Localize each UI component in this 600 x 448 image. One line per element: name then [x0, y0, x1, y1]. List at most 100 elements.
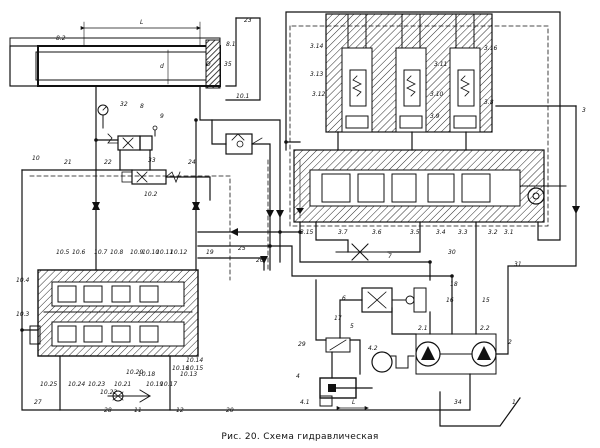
- ref-label-10-21: 10.21: [114, 381, 131, 388]
- ref-label-30: 30: [448, 249, 456, 256]
- ref-label-10-19: 10.19: [146, 381, 163, 388]
- ref-label-28: 28: [104, 407, 112, 414]
- ref-label-3-11: 3.11: [434, 61, 447, 68]
- distributor-block-10: [29, 269, 199, 357]
- pump-station-2: [371, 333, 497, 375]
- ref-label-4-2: 4.2: [368, 345, 378, 352]
- flow-arrows: [92, 202, 580, 264]
- ref-label-23: 23: [244, 17, 252, 24]
- cylinder-4: [319, 337, 373, 410]
- hand-valve-28: [107, 389, 151, 403]
- ref-label-34: 34: [454, 399, 462, 406]
- ref-label-24: 24: [188, 159, 196, 166]
- ref-label-11: 11: [134, 407, 142, 414]
- ref-label-25: 25: [238, 245, 246, 252]
- ref-label-16: 16: [446, 297, 454, 304]
- spool-valve-block: [293, 149, 567, 223]
- ref-label-10-15: 10.15: [186, 365, 203, 372]
- ref-label-10-14: 10.14: [186, 357, 203, 364]
- ref-label-8: 8: [140, 103, 144, 110]
- ref-label-17: 17: [334, 315, 342, 322]
- ref-label-33: 33: [148, 157, 156, 164]
- ref-label-3-3: 3.3: [458, 229, 468, 236]
- ref-label-10-17: 10.17: [160, 381, 177, 388]
- figure-caption: Рис. 20. Схема гидравлическая: [221, 432, 379, 442]
- ref-label-1: 1: [512, 399, 516, 406]
- ref-label-3-7: 3.7: [338, 229, 348, 236]
- ref-label-3-13: 3.13: [310, 71, 324, 78]
- ref-label-10: 10: [32, 155, 40, 162]
- ref-label-7: 7: [388, 253, 392, 260]
- valve-group-upper: [97, 104, 263, 185]
- ref-label-10-5: 10.5: [56, 249, 70, 256]
- ref-label-3-5: 3.5: [410, 229, 420, 236]
- ref-label-22: 22: [104, 159, 112, 166]
- ref-label-10-20: 10.20: [126, 369, 143, 376]
- throttle-7: [335, 243, 389, 261]
- ref-label-20: 20: [226, 407, 234, 414]
- ref-label-12: 12: [176, 407, 184, 414]
- ref-label-3-6: 3.6: [372, 229, 382, 236]
- dim-rod-diameter: d: [160, 63, 164, 70]
- ref-label-15: 15: [482, 297, 490, 304]
- ref-label-10-23: 10.23: [88, 381, 105, 388]
- ref-label-10-22: 10.22: [100, 389, 117, 396]
- ref-label-10-13: 10.13: [180, 371, 197, 378]
- ref-label-5: 5: [350, 323, 354, 330]
- ref-label-10-24: 10.24: [68, 381, 85, 388]
- ref-label-8-1: 8.1: [226, 41, 236, 48]
- dim-cylinder-stroke: L: [352, 399, 355, 406]
- ref-label-18: 18: [450, 281, 458, 288]
- control-valve-block-3: [325, 13, 493, 133]
- ref-label-3-16: 3.16: [484, 45, 498, 52]
- ref-label-10-1: 10.1: [236, 93, 249, 100]
- ref-label-3-1: 3.1: [504, 229, 514, 236]
- ref-label-3: 3: [582, 107, 586, 114]
- hydraulic-cylinder-8: [9, 21, 221, 89]
- ref-label-4: 4: [296, 373, 300, 380]
- ref-label-10-4: 10.4: [16, 277, 30, 284]
- ref-label-3-12: 3.12: [312, 91, 326, 98]
- ref-label-10-7: 10.7: [94, 249, 108, 256]
- ref-label-9: 9: [160, 113, 164, 120]
- ref-label-8-2: 8.2: [56, 35, 66, 42]
- ref-label-29: 29: [298, 341, 306, 348]
- ref-label-10-2: 10.2: [144, 191, 158, 198]
- ref-label-3-10: 3.10: [430, 91, 444, 98]
- junction-points: [20, 118, 454, 332]
- ref-label-10-18: 10.18: [138, 371, 155, 378]
- ref-label-10-3: 10.3: [16, 311, 30, 318]
- ref-label-3-4: 3.4: [436, 229, 446, 236]
- ref-label-10-11: 10.11: [156, 249, 173, 256]
- ref-label-21: 21: [64, 159, 72, 166]
- ref-label-32: 32: [120, 101, 128, 108]
- ref-label-3-9: 3.9: [430, 113, 440, 120]
- ref-label-10-10: 10.10: [142, 249, 159, 256]
- ref-label-2-2: 2.2: [480, 325, 490, 332]
- ref-label-3-8: 3.8: [484, 99, 494, 106]
- ref-label-10-8: 10.8: [110, 249, 124, 256]
- ref-label-10-25: 10.25: [40, 381, 57, 388]
- ref-label-10-6: 10.6: [72, 249, 86, 256]
- dim-stroke-length: L: [140, 19, 143, 26]
- ref-label-26: 26: [256, 257, 264, 264]
- ref-label-3-14: 3.14: [310, 43, 324, 50]
- ref-label-27: 27: [34, 399, 42, 406]
- ref-label-3-15: 3.15: [300, 229, 314, 236]
- ref-label-4-1: 4.1: [300, 399, 310, 406]
- ref-label-10-16: 10.16: [172, 365, 189, 372]
- ref-label-10-9: 10.9: [130, 249, 144, 256]
- ref-label-3-2: 3.2: [488, 229, 498, 236]
- ref-label-6: 6: [342, 295, 346, 302]
- ref-label-31: 31: [514, 261, 522, 268]
- ref-label-35: 35: [224, 61, 232, 68]
- valve-6: [361, 287, 427, 313]
- ref-label-19: 19: [206, 249, 214, 256]
- dim-bore-diameter: D: [206, 61, 211, 68]
- drain-lines: [29, 25, 549, 281]
- ref-label-2-1: 2.1: [418, 325, 428, 332]
- ref-label-2: 2: [508, 339, 512, 346]
- ref-label-10-12: 10.12: [170, 249, 187, 256]
